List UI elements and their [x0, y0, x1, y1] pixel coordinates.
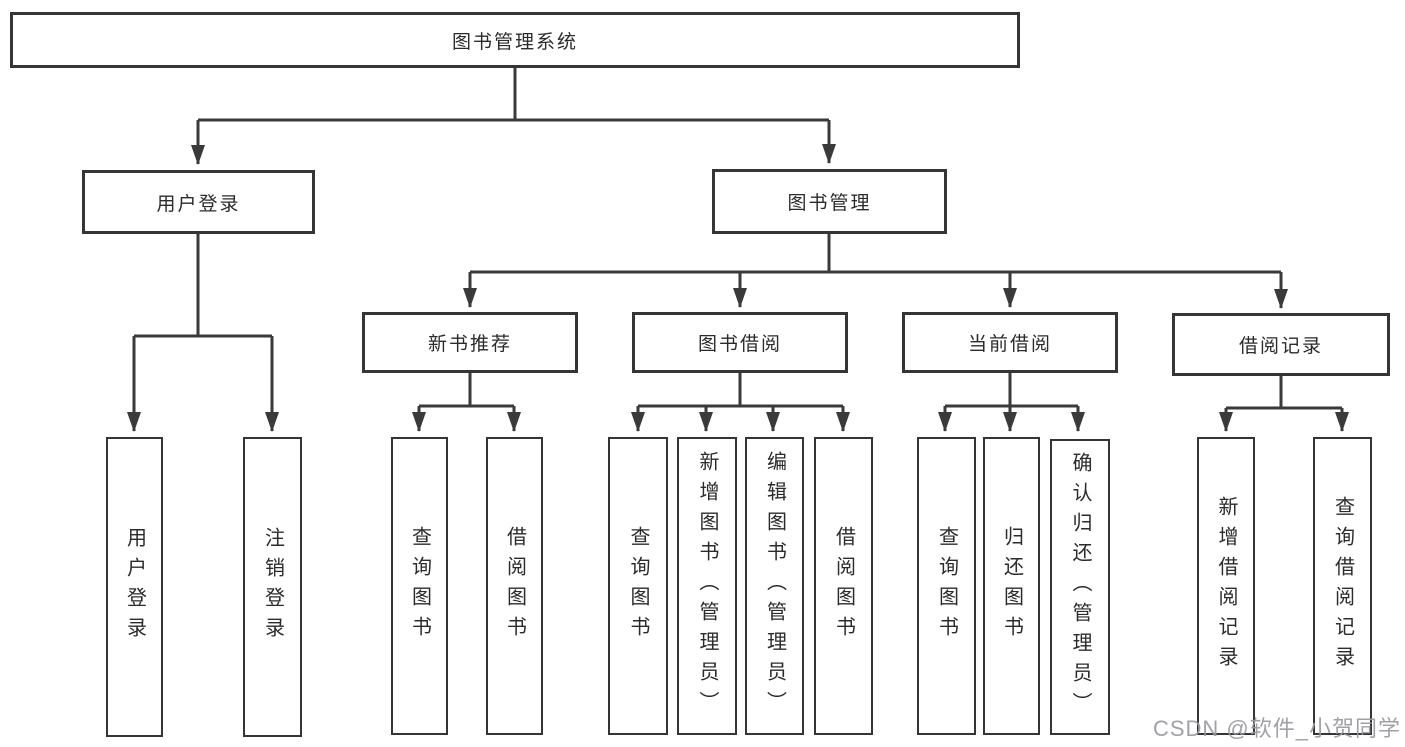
leaf-return-book-label: 归还图书	[1000, 526, 1023, 646]
leaf-confirm-return-admin: 确认归还（管理员）	[1050, 439, 1110, 735]
leaf-logout: 注销登录	[243, 437, 302, 737]
node-current-borrow: 当前借阅	[902, 312, 1118, 373]
connector-root-to-level2	[191, 68, 836, 165]
node-user-login: 用户登录	[82, 170, 315, 234]
leaf-return-book: 归还图书	[983, 437, 1040, 735]
node-book-borrow: 图书借阅	[632, 312, 848, 373]
leaf-edit-book-admin-label: 编辑图书（管理员）	[763, 451, 786, 721]
node-new-book-recommend-label: 新书推荐	[427, 334, 512, 355]
leaf-query-borrow-record: 查询借阅记录	[1313, 437, 1372, 735]
leaf-logout-label: 注销登录	[261, 527, 284, 647]
connector-current-borrow-to-leaves	[938, 373, 1085, 432]
leaf-confirm-return-admin-label: 确认归还（管理员）	[1069, 452, 1091, 722]
leaf-add-borrow-record-label: 新增借阅记录	[1215, 496, 1237, 676]
leaf-query-borrow-record-label: 查询借阅记录	[1331, 496, 1354, 676]
leaf-user-login-label: 用户登录	[123, 527, 146, 647]
leaf-query-books-2-label: 查询图书	[627, 526, 649, 646]
connector-borrow-records-to-leaves	[1219, 376, 1349, 432]
node-current-borrow-label: 当前借阅	[967, 334, 1052, 355]
leaf-query-books-1: 查询图书	[391, 437, 448, 735]
node-book-borrow-label: 图书借阅	[697, 334, 782, 355]
leaf-add-book-admin: 新增图书（管理员）	[677, 437, 737, 735]
node-user-login-label: 用户登录	[156, 193, 241, 215]
leaf-user-login: 用户登录	[106, 437, 163, 737]
leaf-borrow-books-1-label: 借阅图书	[503, 526, 526, 646]
leaf-add-book-admin-label: 新增图书（管理员）	[696, 451, 718, 721]
leaf-edit-book-admin: 编辑图书（管理员）	[745, 437, 804, 735]
node-root-label: 图书管理系统	[451, 31, 578, 53]
watermark: CSDN @软件_小贺同学	[1152, 716, 1401, 741]
connector-new-book-recommend-to-leaves	[412, 373, 521, 432]
node-borrow-records-label: 借阅记录	[1238, 336, 1323, 357]
leaf-borrow-books-2: 借阅图书	[814, 437, 873, 735]
leaf-query-books-2: 查询图书	[608, 437, 668, 735]
leaf-borrow-books-1: 借阅图书	[486, 437, 543, 735]
node-root: 图书管理系统	[10, 12, 1020, 68]
leaf-query-books-1-label: 查询图书	[408, 526, 431, 646]
connector-book-management-to-level3	[463, 234, 1288, 309]
connector-book-borrow-to-leaves	[631, 373, 850, 432]
leaf-add-borrow-record: 新增借阅记录	[1197, 437, 1255, 735]
node-book-management: 图书管理	[712, 169, 947, 234]
leaf-query-books-3: 查询图书	[917, 437, 976, 735]
node-new-book-recommend: 新书推荐	[362, 312, 578, 373]
node-book-management-label: 图书管理	[787, 193, 872, 214]
node-borrow-records: 借阅记录	[1172, 313, 1390, 376]
connector-user-login-to-leaves	[127, 234, 279, 432]
leaf-query-books-3-label: 查询图书	[935, 526, 958, 646]
leaf-borrow-books-2-label: 借阅图书	[832, 526, 855, 646]
